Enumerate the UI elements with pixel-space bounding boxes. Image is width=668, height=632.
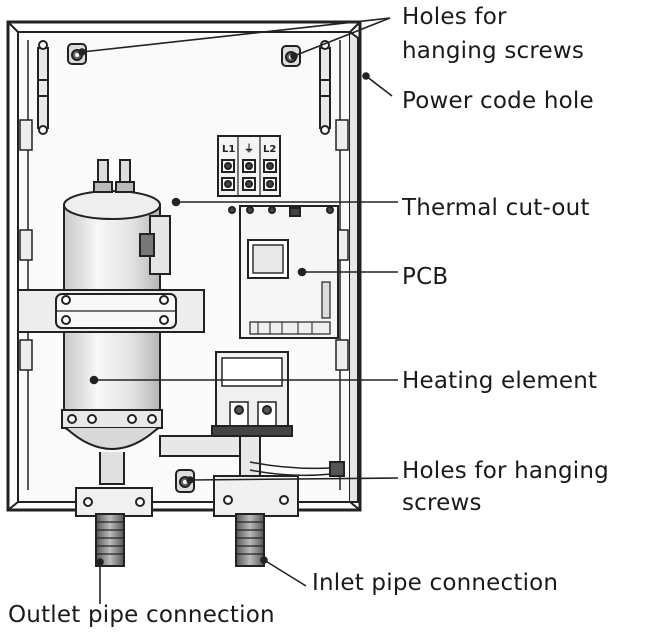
- leader-outlet-pipe: [96, 558, 104, 604]
- label-thermal-cutout: Thermal cut-out: [402, 195, 590, 221]
- label-outlet-pipe-connection: Outlet pipe connection: [8, 602, 275, 628]
- top-right-mount-rod: [319, 40, 331, 135]
- top-left-mount-rod: [37, 40, 49, 135]
- leader-hanging-screws-bottom: [186, 476, 399, 484]
- relay-module: [211, 351, 293, 437]
- outlet-pipe-fitting: [95, 513, 125, 567]
- pcb-board: [228, 205, 339, 339]
- bottom-bracket-left: [75, 487, 153, 517]
- leader-heating-element: [89, 375, 398, 385]
- label-inlet-pipe-connection: Inlet pipe connection: [312, 570, 559, 596]
- label-holes-hanging-screws-bottom-line2: screws: [402, 490, 482, 516]
- label-holes-hanging-screws-top-line2: hanging screws: [402, 38, 585, 64]
- cylinder-mount-bracket: [17, 289, 205, 333]
- label-power-cord-hole: Power code hole: [402, 88, 594, 114]
- label-heating-element: Heating element: [402, 368, 598, 394]
- leader-hanging-screws-top: [78, 17, 391, 60]
- leader-inlet-pipe: [260, 556, 307, 587]
- terminal-label-l1: L1: [222, 144, 235, 155]
- bottom-bracket-right: [213, 475, 299, 517]
- hanging-screw-hole-bottom: [175, 469, 195, 493]
- leader-pcb: [297, 267, 398, 277]
- terminal-label-l2: L2: [263, 144, 276, 155]
- label-pcb: PCB: [402, 264, 449, 290]
- label-holes-hanging-screws-top-line1: Holes for: [402, 4, 507, 30]
- label-holes-hanging-screws-bottom-line1: Holes for hanging: [402, 458, 609, 484]
- leader-thermal-cutout: [171, 197, 398, 207]
- inlet-pipe-fitting: [235, 513, 265, 567]
- terminal-label-ground: ⏚: [244, 143, 254, 155]
- leader-power-cord-hole: [362, 72, 393, 97]
- terminal-block: [217, 135, 281, 197]
